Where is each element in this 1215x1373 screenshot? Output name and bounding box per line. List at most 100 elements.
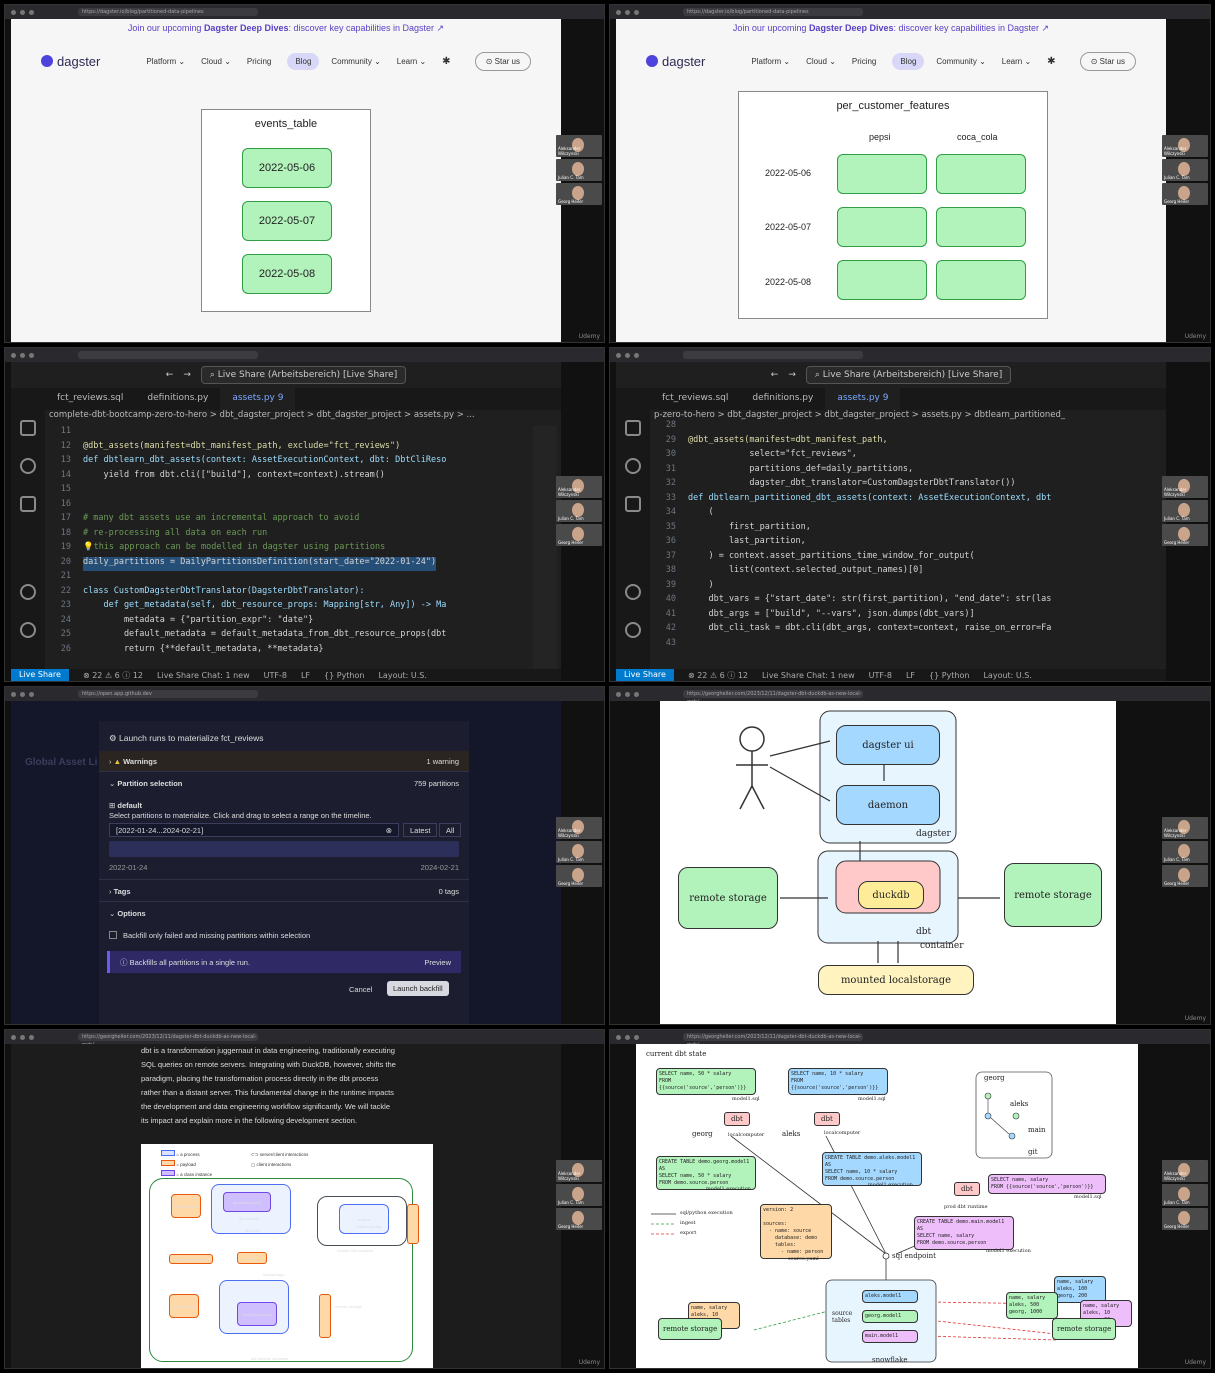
url-bar[interactable] — [683, 351, 863, 359]
encoding-status[interactable]: UTF-8 — [263, 670, 287, 680]
latest-button[interactable]: Latest — [403, 823, 438, 837]
source-control-icon[interactable] — [625, 496, 641, 512]
eol-status[interactable]: LF — [300, 670, 311, 680]
reload-icon[interactable] — [29, 9, 34, 15]
announcement-banner[interactable]: Join our upcoming Dagster Deep Dives: di… — [732, 23, 1050, 33]
code-line[interactable]: 39 ) — [650, 580, 1136, 595]
tab-definitions[interactable]: definitions.py — [752, 393, 814, 403]
code-text[interactable]: list(context.selected_output_names)[0] — [688, 565, 924, 575]
source-control-icon[interactable] — [20, 496, 36, 512]
layout-status[interactable]: Layout: U.S. — [983, 670, 1032, 680]
nav-blog[interactable]: Blog — [287, 52, 320, 70]
code-line[interactable]: 38 list(context.selected_output_names)[0… — [650, 565, 1136, 580]
nav-learn[interactable]: Learn ⌄ — [396, 56, 427, 66]
minimap[interactable] — [533, 426, 557, 669]
explorer-icon[interactable] — [20, 420, 36, 436]
code-text[interactable]: partitions_def=daily_partitions, — [688, 463, 914, 474]
explorer-icon[interactable] — [625, 420, 641, 436]
search-icon[interactable] — [20, 458, 36, 474]
code-text[interactable]: def dbtlearn_partitioned_dbt_assets(cont… — [688, 492, 1052, 503]
code-text[interactable]: metadata = {"partition_expr": "date"} — [83, 614, 314, 625]
code-text[interactable]: last_partition, — [688, 536, 806, 546]
code-text[interactable]: ) — [688, 579, 714, 590]
announcement-banner[interactable]: Join our upcoming Dagster Deep Dives: di… — [127, 23, 445, 33]
code-line[interactable]: 28 — [650, 420, 1136, 435]
nav-community[interactable]: Community ⌄ — [331, 56, 381, 66]
nav-platform[interactable]: Platform ⌄ — [146, 56, 186, 66]
code-text[interactable]: @dbt_assets(manifest=dbt_manifest_path, … — [83, 440, 401, 451]
settings-gear-icon[interactable] — [625, 622, 641, 638]
live-share-status[interactable]: Live Share — [616, 669, 674, 681]
partition-range-input[interactable]: [2022-01-24...2024-02-21]⊗ — [109, 823, 399, 837]
nav-learn[interactable]: Learn ⌄ — [1001, 56, 1032, 66]
nav-cloud[interactable]: Cloud ⌄ — [806, 56, 836, 66]
code-line[interactable]: 42 dbt_cli_task = dbt.cli(dbt_args, cont… — [650, 623, 1136, 638]
code-text[interactable]: return {**default_metadata, **metadata} — [83, 643, 324, 654]
clear-icon[interactable]: ⊗ — [385, 826, 392, 835]
language-status[interactable]: {} Python — [324, 670, 365, 680]
code-text[interactable]: dbt_cli_task = dbt.cli(dbt_args, context… — [688, 623, 1052, 633]
code-line[interactable]: 30 select="fct_reviews", — [650, 449, 1136, 464]
code-line[interactable]: 17# many dbt assets use an incremental a… — [45, 513, 531, 528]
backfill-option-checkbox[interactable] — [109, 931, 117, 939]
code-line[interactable]: 40 dbt_vars = {"start_date": str(first_p… — [650, 594, 1136, 609]
code-line[interactable]: 21 — [45, 571, 531, 586]
forward-arrow-icon[interactable]: → — [788, 370, 796, 380]
code-text[interactable]: first_partition, — [688, 521, 811, 532]
tab-assets[interactable]: assets.py 9 — [825, 388, 901, 410]
back-icon[interactable] — [616, 9, 621, 15]
live-share-status[interactable]: Live Share — [11, 669, 69, 681]
url-bar[interactable]: https://dagster.io/blog/partitioned-data… — [683, 8, 863, 16]
code-text[interactable]: daily_partitions = DailyPartitionsDefini… — [83, 556, 437, 571]
url-bar[interactable] — [78, 351, 258, 359]
reload-icon[interactable] — [634, 9, 639, 15]
code-text[interactable]: default_metadata = default_metadata_from… — [83, 629, 447, 639]
chat-status[interactable]: Live Share Chat: 1 new — [762, 670, 855, 680]
nav-cloud[interactable]: Cloud ⌄ — [201, 56, 231, 66]
code-line[interactable]: 31 partitions_def=daily_partitions, — [650, 464, 1136, 479]
tab-assets[interactable]: assets.py 9 — [220, 388, 296, 410]
chat-status[interactable]: Live Share Chat: 1 new — [157, 670, 250, 680]
nav-pricing[interactable]: Pricing — [246, 56, 272, 66]
code-line[interactable]: 37 ) = context.asset_partitions_time_win… — [650, 551, 1136, 566]
nav-platform[interactable]: Platform ⌄ — [751, 56, 791, 66]
code-text[interactable]: # re-processing all data on each run — [83, 527, 268, 538]
account-icon[interactable] — [20, 584, 36, 600]
code-line[interactable]: 32 dagster_dbt_translator=CustomDagsterD… — [650, 478, 1136, 493]
tab-fct-reviews[interactable]: fct_reviews.sql — [57, 393, 124, 403]
options-row[interactable]: ⌄ Options — [109, 908, 146, 918]
code-line[interactable]: 43 — [650, 638, 1136, 653]
url-bar[interactable]: https://georgheiler.com/2023/12/11/dagst… — [683, 690, 863, 705]
encoding-status[interactable]: UTF-8 — [868, 670, 892, 680]
code-line[interactable]: 16 — [45, 499, 531, 514]
all-button[interactable]: All — [439, 823, 462, 837]
command-search[interactable]: ⌕ Live Share (Arbeitsbereich) [Live Shar… — [805, 366, 1012, 384]
back-icon[interactable] — [11, 9, 16, 15]
code-line[interactable]: 35 first_partition, — [650, 522, 1136, 537]
code-text[interactable]: def get_metadata(self, dbt_resource_prop… — [83, 600, 447, 610]
code-text[interactable]: # many dbt assets use an incremental app… — [83, 513, 360, 523]
dagster-logo[interactable]: dagster — [41, 54, 100, 69]
tab-definitions[interactable]: definitions.py — [147, 393, 209, 403]
breadcrumb[interactable]: p-zero-to-hero > dbt_dagster_project > d… — [654, 410, 1066, 420]
code-text[interactable]: dbt_args = ["build", "--vars", json.dump… — [688, 608, 975, 619]
code-line[interactable]: 25 default_metadata = default_metadata_f… — [45, 629, 531, 644]
tab-fct-reviews[interactable]: fct_reviews.sql — [662, 393, 729, 403]
code-line[interactable]: 19💡this approach can be modelled in dags… — [45, 542, 531, 557]
nav-pricing[interactable]: Pricing — [851, 56, 877, 66]
breadcrumb[interactable]: complete-dbt-bootcamp-zero-to-hero > dbt… — [49, 410, 475, 420]
preview-link[interactable]: Preview — [424, 957, 451, 967]
code-text[interactable]: select="fct_reviews", — [688, 449, 857, 459]
github-star-button[interactable]: ⊙ Star us — [1079, 51, 1136, 71]
cancel-button[interactable]: Cancel — [349, 985, 373, 994]
slack-icon[interactable]: ✱ — [1047, 55, 1056, 67]
code-line[interactable]: 12@dbt_assets(manifest=dbt_manifest_path… — [45, 441, 531, 456]
nav-community[interactable]: Community ⌄ — [936, 56, 986, 66]
back-arrow-icon[interactable]: ← — [770, 370, 779, 380]
code-text[interactable]: yield from dbt.cli(["build"], context=co… — [83, 469, 385, 480]
code-text[interactable]: ( — [688, 507, 714, 517]
